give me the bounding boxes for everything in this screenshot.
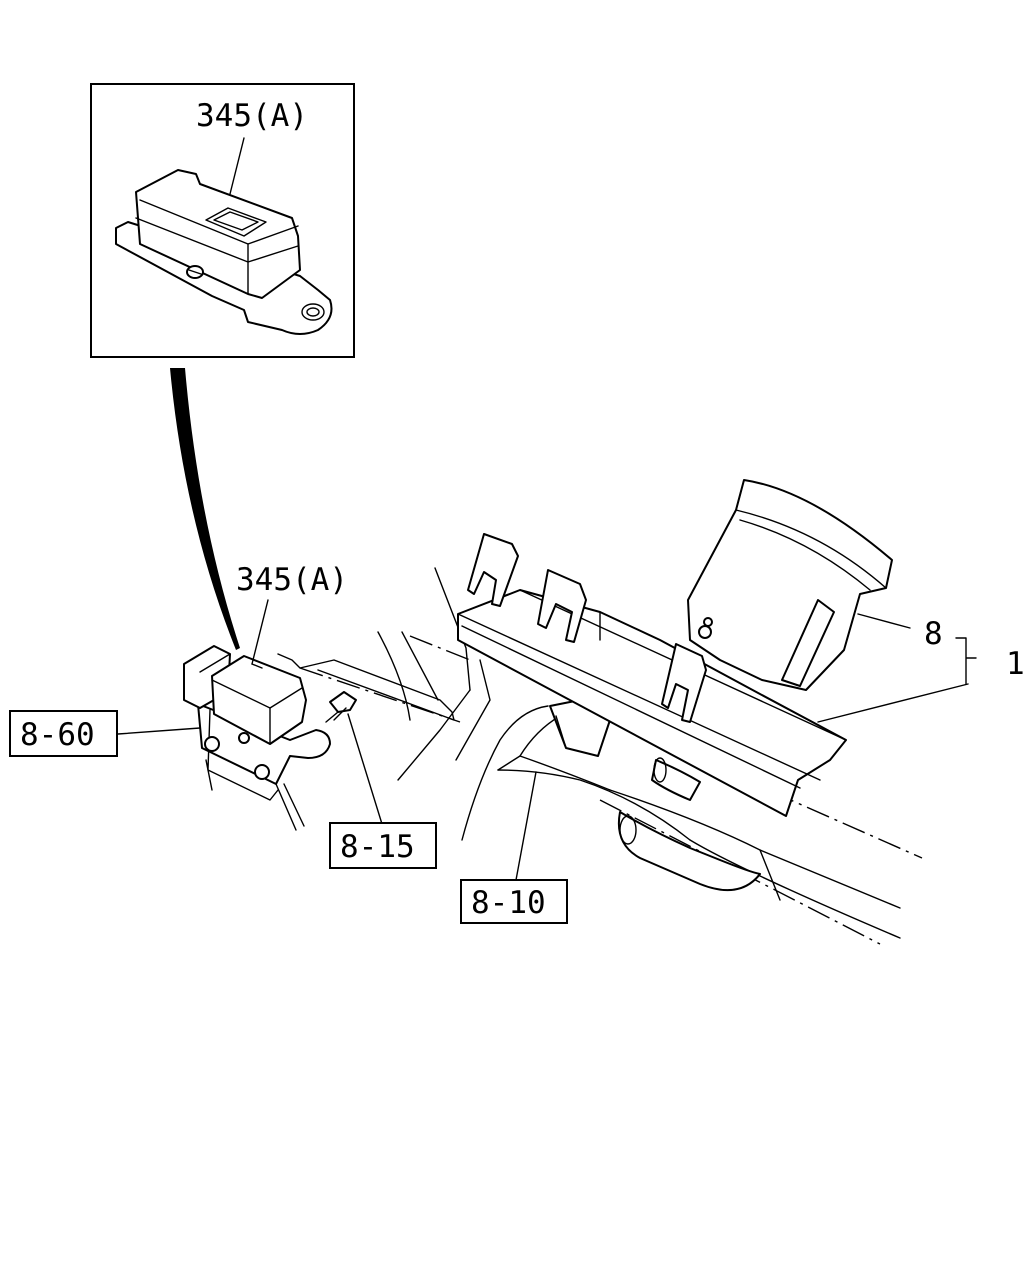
clip-2 <box>537 569 587 643</box>
leader-8-60 <box>117 727 201 735</box>
part-8-10-label: 8-10 <box>471 885 546 921</box>
inset-part-label: 345(A) <box>196 98 308 134</box>
callout-8-60: 8-60 <box>9 710 118 757</box>
part-8-60-label: 8-60 <box>20 717 95 753</box>
main-part-label: 345(A) <box>236 562 348 598</box>
clip-1 <box>467 533 519 607</box>
hose <box>618 811 761 891</box>
bracket-bolt-1 <box>204 736 220 752</box>
cluster-assembly: 8 1 <box>457 479 1024 817</box>
leader-345a <box>251 599 269 665</box>
leader-8-15 <box>347 713 383 825</box>
inset-leader <box>229 137 245 195</box>
part-1-label: 1 <box>1006 646 1024 682</box>
clip-4 <box>781 599 835 687</box>
leader-1 <box>817 683 969 723</box>
bracket-bolt-2 <box>254 764 270 780</box>
leader-8-10 <box>515 771 537 881</box>
main-module-group: 345(A) <box>117 562 537 881</box>
part-8-label: 8 <box>924 616 943 652</box>
cluster-screw <box>698 625 712 639</box>
detail-pointer <box>170 368 240 650</box>
leader-8 <box>857 613 911 629</box>
gauge-cluster <box>687 479 893 691</box>
bolt <box>329 691 357 713</box>
clip-3 <box>661 643 707 723</box>
inset-mount-hole <box>301 303 325 321</box>
inset-window <box>205 207 267 237</box>
inset-module <box>135 169 301 299</box>
inset-detail: 345(A) <box>90 83 355 358</box>
part-8-15-label: 8-15 <box>340 829 415 865</box>
callout-8-10: 8-10 <box>460 879 568 924</box>
callout-8-15: 8-15 <box>329 822 437 869</box>
